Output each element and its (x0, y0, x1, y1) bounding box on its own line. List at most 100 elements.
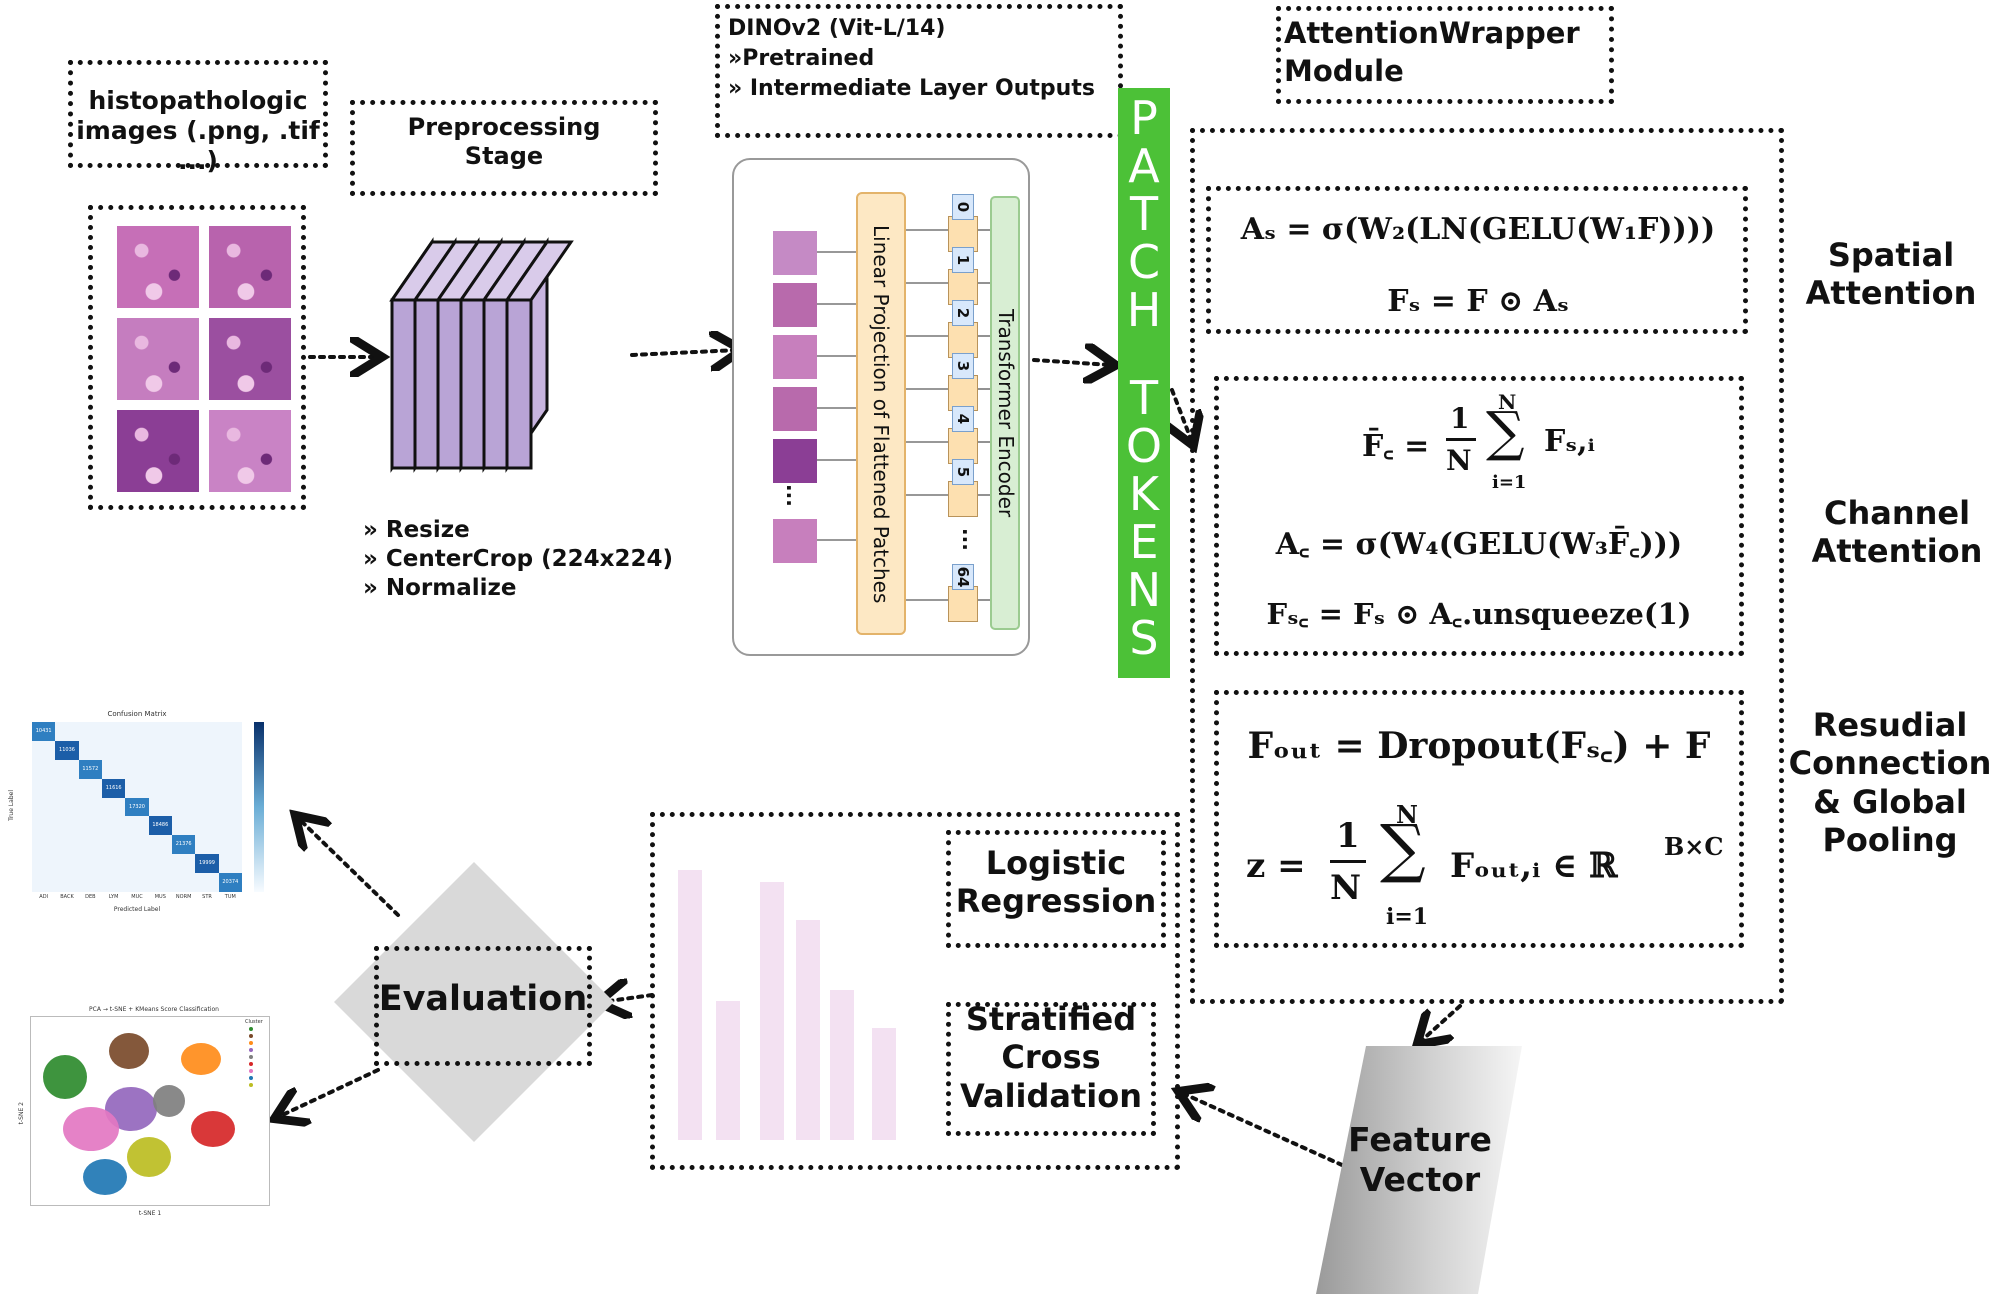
confusion-cell-diagonal: 11572 (78, 759, 102, 779)
tsne-scatter (43, 1027, 253, 1195)
confusion-cell (55, 778, 79, 798)
tsne-cluster (153, 1085, 185, 1117)
tsne-legend-dot (249, 1076, 253, 1080)
tsne-legend-dot (249, 1083, 253, 1087)
arrow-tokens-to-attention (1172, 388, 1192, 442)
classifier-bar (872, 1028, 896, 1140)
channel-attention-box (1214, 376, 1744, 656)
preprocessing-step-resize: » Resize (363, 517, 470, 543)
confusion-cell (195, 816, 219, 836)
confusion-cell-diagonal: 17320 (125, 797, 149, 817)
tsne-legend-title: Cluster (245, 1019, 263, 1025)
residual-eq-2-lhs: z = (1246, 846, 1306, 886)
patch-2 (773, 283, 817, 327)
tsne-cluster (191, 1111, 235, 1147)
confusion-x-tick: LYM (108, 894, 119, 900)
confusion-cell (172, 722, 196, 741)
confusion-cell (148, 778, 172, 798)
channel-eq-2: A꜀ = σ(W₄(GELU(W₃F̄꜀))) (1275, 527, 1683, 562)
token-5 (948, 481, 978, 517)
confusion-cell (32, 759, 56, 779)
token-2 (948, 322, 978, 358)
tsne-cluster (43, 1055, 87, 1099)
confusion-cell (55, 797, 79, 817)
tsne-cluster (83, 1159, 127, 1195)
confusion-cell (55, 873, 79, 892)
classifier-bar (796, 920, 820, 1140)
patch-tokens-letter: T (1129, 371, 1159, 425)
confusion-cell (32, 854, 56, 874)
residual-pooling-label: Resudial Connection & Global Pooling (1788, 706, 1992, 860)
residual-frac-num: 1 (1336, 816, 1360, 856)
confusion-cell-diagonal: 10431 (32, 722, 56, 741)
confusion-cell (148, 722, 172, 741)
confusion-cell (32, 835, 56, 855)
confusion-x-tick: MUS (154, 894, 166, 900)
preprocess-layer-front (505, 298, 533, 470)
logistic-regression-label: Logistic Regression (955, 844, 1157, 921)
confusion-cell (78, 722, 102, 741)
confusion-cell (78, 854, 102, 874)
confusion-cell (172, 740, 196, 760)
tsne-plot-area: Cluster (30, 1016, 270, 1206)
confusion-cell (102, 835, 126, 855)
classifier-bar (716, 1001, 740, 1140)
input-title: histopathologic images (.png, .tif ...) (76, 86, 320, 175)
tsne-cluster (181, 1043, 221, 1075)
confusion-cell (218, 797, 242, 817)
residual-frac-den: N (1330, 868, 1362, 908)
confusion-cell-diagonal: 18486 (148, 816, 172, 836)
logistic-regression-box (946, 830, 1166, 948)
confusion-cell (125, 816, 149, 836)
confusion-cell (32, 740, 56, 760)
confusion-x-tick: DEB (85, 894, 96, 900)
evaluation-box (374, 946, 592, 1066)
dinov2-item-intermediate: » Intermediate Layer Outputs (728, 76, 1095, 101)
tsne-cluster (105, 1087, 157, 1131)
preprocessing-title: Preprocessing Stage (407, 113, 601, 170)
tsne-legend-dot (249, 1055, 253, 1059)
arrow-dinov2-to-tokens (1032, 360, 1112, 365)
confusion-cell (55, 722, 79, 741)
patch-4 (773, 387, 817, 431)
tsne-cluster (109, 1033, 149, 1069)
tsne-legend-dot (249, 1069, 253, 1073)
linear-projection-block: Linear Projection of Flattened Patches (856, 192, 906, 635)
confusion-x-tick: ADI (39, 894, 49, 900)
confusion-cell (55, 854, 79, 874)
patch-1 (773, 231, 817, 275)
tsne-thumbnail: PCA → t-SNE + KMeans Score Classificatio… (14, 1006, 274, 1222)
channel-eq-1-lhs: F̄꜀ = (1362, 429, 1430, 464)
tsne-cluster (63, 1107, 119, 1151)
residual-eq-1: Fₒᵤₜ = Dropout(Fₛ꜀) + F (1247, 725, 1711, 767)
confusion-cell (148, 740, 172, 760)
preprocess-layer-front (482, 298, 510, 470)
arrow-preprocess-to-dinov2 (630, 350, 738, 355)
confusion-cell (172, 778, 196, 798)
confusion-cell (102, 873, 126, 892)
tsne-legend-dot (249, 1062, 253, 1066)
confusion-cell (102, 816, 126, 836)
confusion-cell-diagonal: 21376 (172, 835, 196, 855)
confusion-cell (102, 854, 126, 874)
confusion-cell (148, 873, 172, 892)
patch-tokens-letter: K (1128, 467, 1160, 521)
classifier-bar (760, 882, 784, 1140)
histology-tile-5 (117, 410, 199, 492)
attention-module-box (1190, 128, 1784, 1004)
channel-frac-num: 1 (1450, 402, 1470, 435)
confusion-cell (218, 778, 242, 798)
confusion-cell (218, 740, 242, 760)
dinov2-info: DINOv2 (Vit-L/14) »Pretrained » Intermed… (728, 14, 1095, 104)
confusion-cell (195, 835, 219, 855)
confusion-cell (125, 759, 149, 779)
patch-tokens-letter: P (1130, 91, 1158, 145)
confusion-cell-diagonal: 19999 (195, 854, 219, 874)
tsne-legend-dot (249, 1041, 253, 1045)
spatial-attention-label: Spatial Attention (1805, 236, 1977, 313)
input-images-box (88, 205, 306, 510)
channel-frac-line (1446, 438, 1476, 441)
patch-tokens-letter: C (1127, 235, 1161, 289)
